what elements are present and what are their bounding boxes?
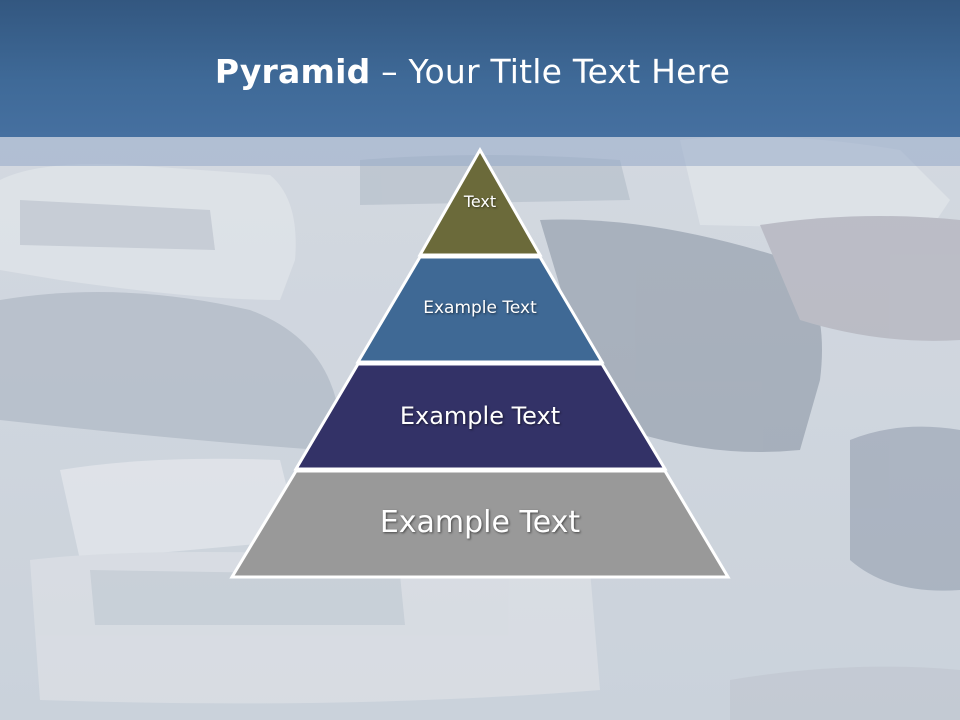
pyramid-tier-3[interactable]	[293, 362, 668, 471]
tier-3-label: Example Text	[399, 402, 561, 430]
tier-1-label: Text	[463, 192, 497, 211]
title-header-band	[0, 0, 960, 137]
slide-title-bold: Pyramid	[214, 52, 371, 91]
tier-2-label: Example Text	[423, 298, 537, 318]
pyramid-tier-1[interactable]	[417, 146, 543, 257]
slide-title-rest: – Your Title Text Here	[370, 52, 731, 91]
pyramid-tier-4[interactable]	[229, 469, 731, 579]
tier-4-label: Example Text	[379, 505, 581, 540]
slide-title: Pyramid – Your Title Text Here	[0, 52, 945, 91]
pyramid-tier-2[interactable]	[355, 255, 605, 364]
